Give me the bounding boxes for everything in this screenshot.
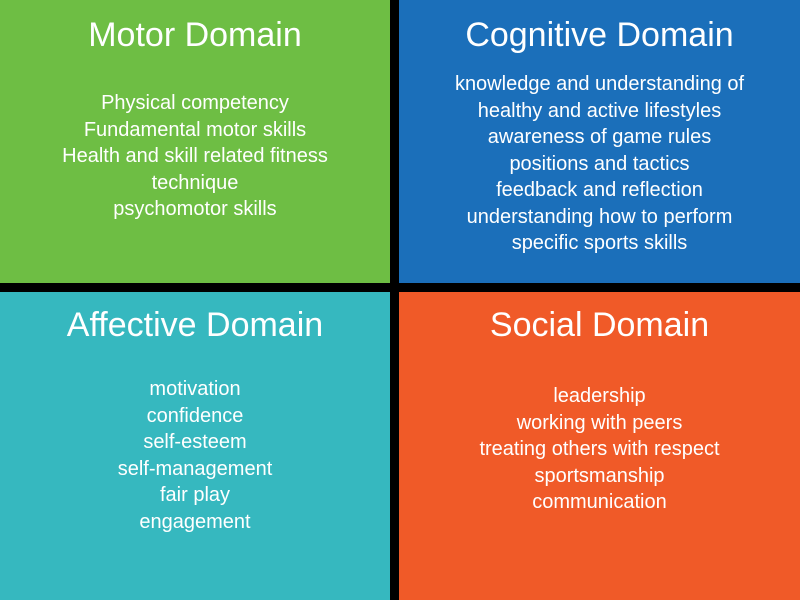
social-domain-title: Social Domain — [489, 306, 710, 344]
list-item: technique — [151, 171, 239, 194]
motor-domain-list: Physical competency Fundamental motor sk… — [0, 90, 390, 223]
list-item: Fundamental motor skills — [83, 118, 307, 141]
list-item: feedback and reflection — [496, 179, 703, 201]
list-item: knowledge and understanding of — [454, 73, 745, 95]
cognitive-domain-list: knowledge and understanding of healthy a… — [399, 71, 800, 257]
motor-domain-title: Motor Domain — [88, 16, 302, 54]
list-item: healthy and active lifestyles — [477, 99, 722, 122]
list-item: self-management — [117, 457, 273, 480]
list-item: leadership — [553, 385, 646, 407]
list-item: positions and tactics — [509, 152, 690, 175]
list-item: working with peers — [516, 411, 683, 434]
list-item: engagement — [139, 510, 251, 533]
list-item: confidence — [146, 404, 244, 427]
list-item: treating others with respect — [479, 438, 720, 460]
social-domain-panel: Social Domain leadership working with pe… — [399, 292, 800, 600]
list-item: awareness of game rules — [487, 126, 712, 148]
motor-domain-panel: Motor Domain Physical competency Fundame… — [0, 0, 390, 283]
list-item: understanding how to perform — [466, 205, 733, 228]
list-item: motivation — [149, 378, 241, 400]
affective-domain-title: Affective Domain — [66, 306, 324, 344]
list-item: fair play — [159, 484, 231, 506]
list-item: Health and skill related fitness — [62, 145, 328, 167]
list-item: self-esteem — [143, 431, 247, 453]
social-domain-list: leadership working with peers treating o… — [399, 383, 800, 516]
affective-domain-panel: Affective Domain motivation confidence s… — [0, 292, 390, 600]
affective-domain-list: motivation confidence self-esteem self-m… — [0, 376, 390, 535]
list-item: sportsmanship — [534, 464, 665, 487]
list-item: specific sports skills — [511, 232, 688, 254]
list-item: communication — [532, 491, 667, 513]
list-item: psychomotor skills — [113, 198, 277, 220]
cognitive-domain-panel: Cognitive Domain knowledge and understan… — [399, 0, 800, 283]
list-item: Physical competency — [101, 92, 289, 114]
cognitive-domain-title: Cognitive Domain — [465, 16, 734, 54]
